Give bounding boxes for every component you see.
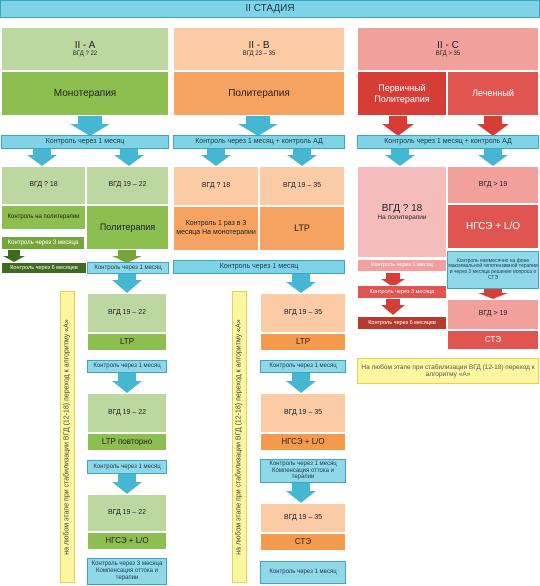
col-a-title: II - A (74, 39, 96, 51)
col-c-title: II - C (437, 39, 459, 51)
col-b-control-1m-bp: Контроль через 1 месяц + контроль АД (173, 135, 345, 149)
col-c-iop-high: ВГД > 19 (447, 166, 539, 204)
col-c-treated: Леченный (447, 71, 539, 116)
col-a-polytherapy: Политерапия (86, 205, 169, 250)
col-a-control-1m: Контроль через 1 месяц (1, 135, 169, 149)
col-a-step1-control: Контроль через 1 месяц (87, 360, 167, 373)
col-a-header: II - A ВГД ? 22 (1, 27, 169, 71)
col-c-iop-low: ВГД ? 18 На политерапии (357, 166, 447, 258)
col-b-step1-ltp: LTP (260, 333, 346, 351)
col-b-step2-control: Контроль через 1 месяц Компенсация отток… (260, 459, 346, 483)
col-b-step1-control: Контроль через 1 месяц (260, 360, 346, 373)
col-c-control-3m: Контроль через 3 месяца (357, 285, 447, 299)
col-a-control-1m-b: Контроль через 1 месяц (87, 262, 169, 274)
col-c-iop2: ВГД > 19 (447, 299, 539, 330)
col-b-iop-high: ВГД 19 – 35 (259, 166, 345, 206)
col-c-bottom-note: На любом этапе при стабилизации ВГД (12-… (357, 358, 539, 384)
col-b-iop-low: ВГД ? 18 (173, 166, 259, 206)
col-b-step3-control: Контроль через 1 месяц (260, 561, 346, 584)
col-c-iop-low-sub: На политерапии (377, 214, 427, 222)
col-b-title: II - B (248, 39, 270, 51)
col-c-monthly-note: Контроль ежемесячно на фоне максимальной… (447, 251, 539, 289)
col-b-side-note: на любом этапе при стабилизации ВГД (12-… (232, 291, 247, 583)
col-b-control-1m-b: Контроль через 1 месяц (173, 260, 345, 274)
col-b-step2-iop: ВГД 19 – 35 (260, 393, 346, 433)
col-b-iop-range: ВГД 23 – 35 (242, 51, 276, 58)
col-a-control-6m: Контроль через 6 месяцев (1, 262, 87, 274)
stage-title: II СТАДИЯ (0, 0, 540, 18)
col-c-ste: СТЭ (447, 330, 539, 350)
col-b-ltp: LTP (259, 206, 345, 251)
col-a-step1-ltp: LTP (87, 333, 167, 351)
col-a-step3-surgery: НГСЭ + L/O (87, 532, 167, 550)
col-a-iop-high: ВГД 19 – 22 (86, 166, 169, 205)
col-b-step1-iop: ВГД 19 – 35 (260, 293, 346, 333)
col-c-control-6m: Контроль через 6 месяцев (357, 316, 447, 330)
col-a-on-polytherapy: Контроль на политерапии (1, 205, 86, 230)
col-b-step3-ste: СТЭ (260, 533, 346, 551)
col-b-therapy: Политерапия (173, 71, 345, 116)
col-c-ngse: НГСЭ + L/O (447, 204, 539, 249)
col-b-monotherapy-control: Контроль 1 раз в 3 месяца На монотерапии (173, 206, 259, 251)
col-b-step3-iop: ВГД 19 – 35 (260, 503, 346, 533)
col-c-iop-range: ВГД > 35 (435, 51, 461, 58)
col-a-control-3m: Контроль через 3 месяца (1, 236, 85, 250)
col-c-control-1m-c: Контроль через 1 месяц (357, 259, 447, 272)
col-a-therapy: Монотерапия (1, 71, 169, 116)
col-c-primary-polytherapy: Первичный Политерапия (357, 71, 447, 116)
col-a-step1-iop: ВГД 19 – 22 (87, 293, 167, 333)
col-b-header: II - B ВГД 23 – 35 (173, 27, 345, 71)
col-b-step2-surgery: НГСЭ + L/O (260, 433, 346, 451)
col-a-iop-low: ВГД ? 18 (1, 166, 86, 205)
col-a-iop-range: ВГД ? 22 (72, 51, 98, 58)
col-a-step2-control: Контроль через 1 месяц (87, 460, 167, 474)
col-c-iop-low-value: ВГД ? 18 (381, 202, 423, 214)
col-a-step3-control: Контроль через 3 месяца Компенсация отто… (87, 558, 167, 585)
col-c-header: II - C ВГД > 35 (357, 27, 539, 71)
col-a-step2-ltp-repeat: LTP повторно (87, 433, 167, 451)
col-c-control-1m-bp: Контроль через 1 месяц + контроль АД (357, 135, 539, 149)
col-a-side-note: на любом этапе при стабилизации ВГД (12-… (60, 291, 75, 583)
col-a-step2-iop: ВГД 19 – 22 (87, 393, 167, 433)
col-a-step3-iop: ВГД 19 – 22 (87, 494, 167, 532)
